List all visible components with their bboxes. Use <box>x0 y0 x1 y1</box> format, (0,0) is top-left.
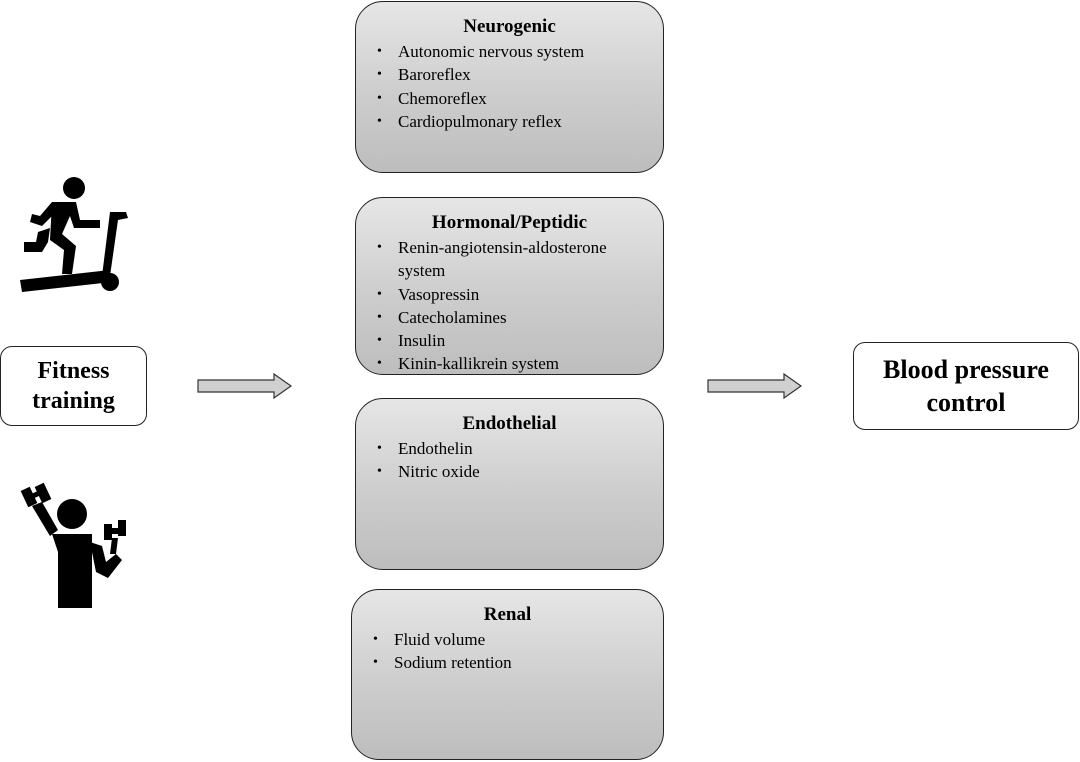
dumbbell-lifter-icon <box>20 482 126 608</box>
mechanism-item: Cardiopulmonary reflex <box>374 110 653 134</box>
mechanism-item: Endothelin <box>374 437 653 461</box>
right-arrow-icon <box>707 373 803 399</box>
mechanism-box-endothelial: Endothelial Endothelin Nitric oxide <box>355 398 664 570</box>
mechanism-item: Autonomic nervous system <box>374 40 653 64</box>
mechanism-title: Neurogenic <box>463 16 556 37</box>
blood-pressure-control-label: Blood pressure control <box>883 355 1049 417</box>
mechanism-box-hormonal-peptidic: Hormonal/Peptidic Renin-angiotensin-aldo… <box>355 197 664 376</box>
mechanism-item: Insulin <box>374 329 653 353</box>
mechanism-box-renal: Renal Fluid volume Sodium retention <box>351 589 664 760</box>
mechanism-item: Baroreflex <box>374 63 653 87</box>
mechanism-box-neurogenic: Neurogenic Autonomic nervous system Baro… <box>355 1 664 173</box>
mechanism-item: Renin-angiotensin-aldosterone system <box>374 236 653 283</box>
blood-pressure-control-box: Blood pressure control <box>853 342 1079 430</box>
mechanism-item: Sodium retention <box>370 651 653 675</box>
mechanism-title: Hormonal/Peptidic <box>431 212 588 233</box>
mechanism-item: Kinin-kallikrein system <box>374 352 653 376</box>
mechanism-item: Chemoreflex <box>374 87 653 111</box>
mechanism-title: Renal <box>483 604 532 625</box>
fitness-training-box: Fitness training <box>0 346 147 426</box>
treadmill-runner-icon <box>20 177 128 292</box>
mechanism-item: Catecholamines <box>374 306 653 330</box>
fitness-training-label: Fitness training <box>32 358 115 414</box>
mechanism-item: Nitric oxide <box>374 460 653 484</box>
right-arrow-icon <box>197 373 293 399</box>
mechanism-item: Fluid volume <box>370 628 653 652</box>
mechanism-title: Endothelial <box>462 413 557 434</box>
mechanism-item: Vasopressin <box>374 283 653 307</box>
